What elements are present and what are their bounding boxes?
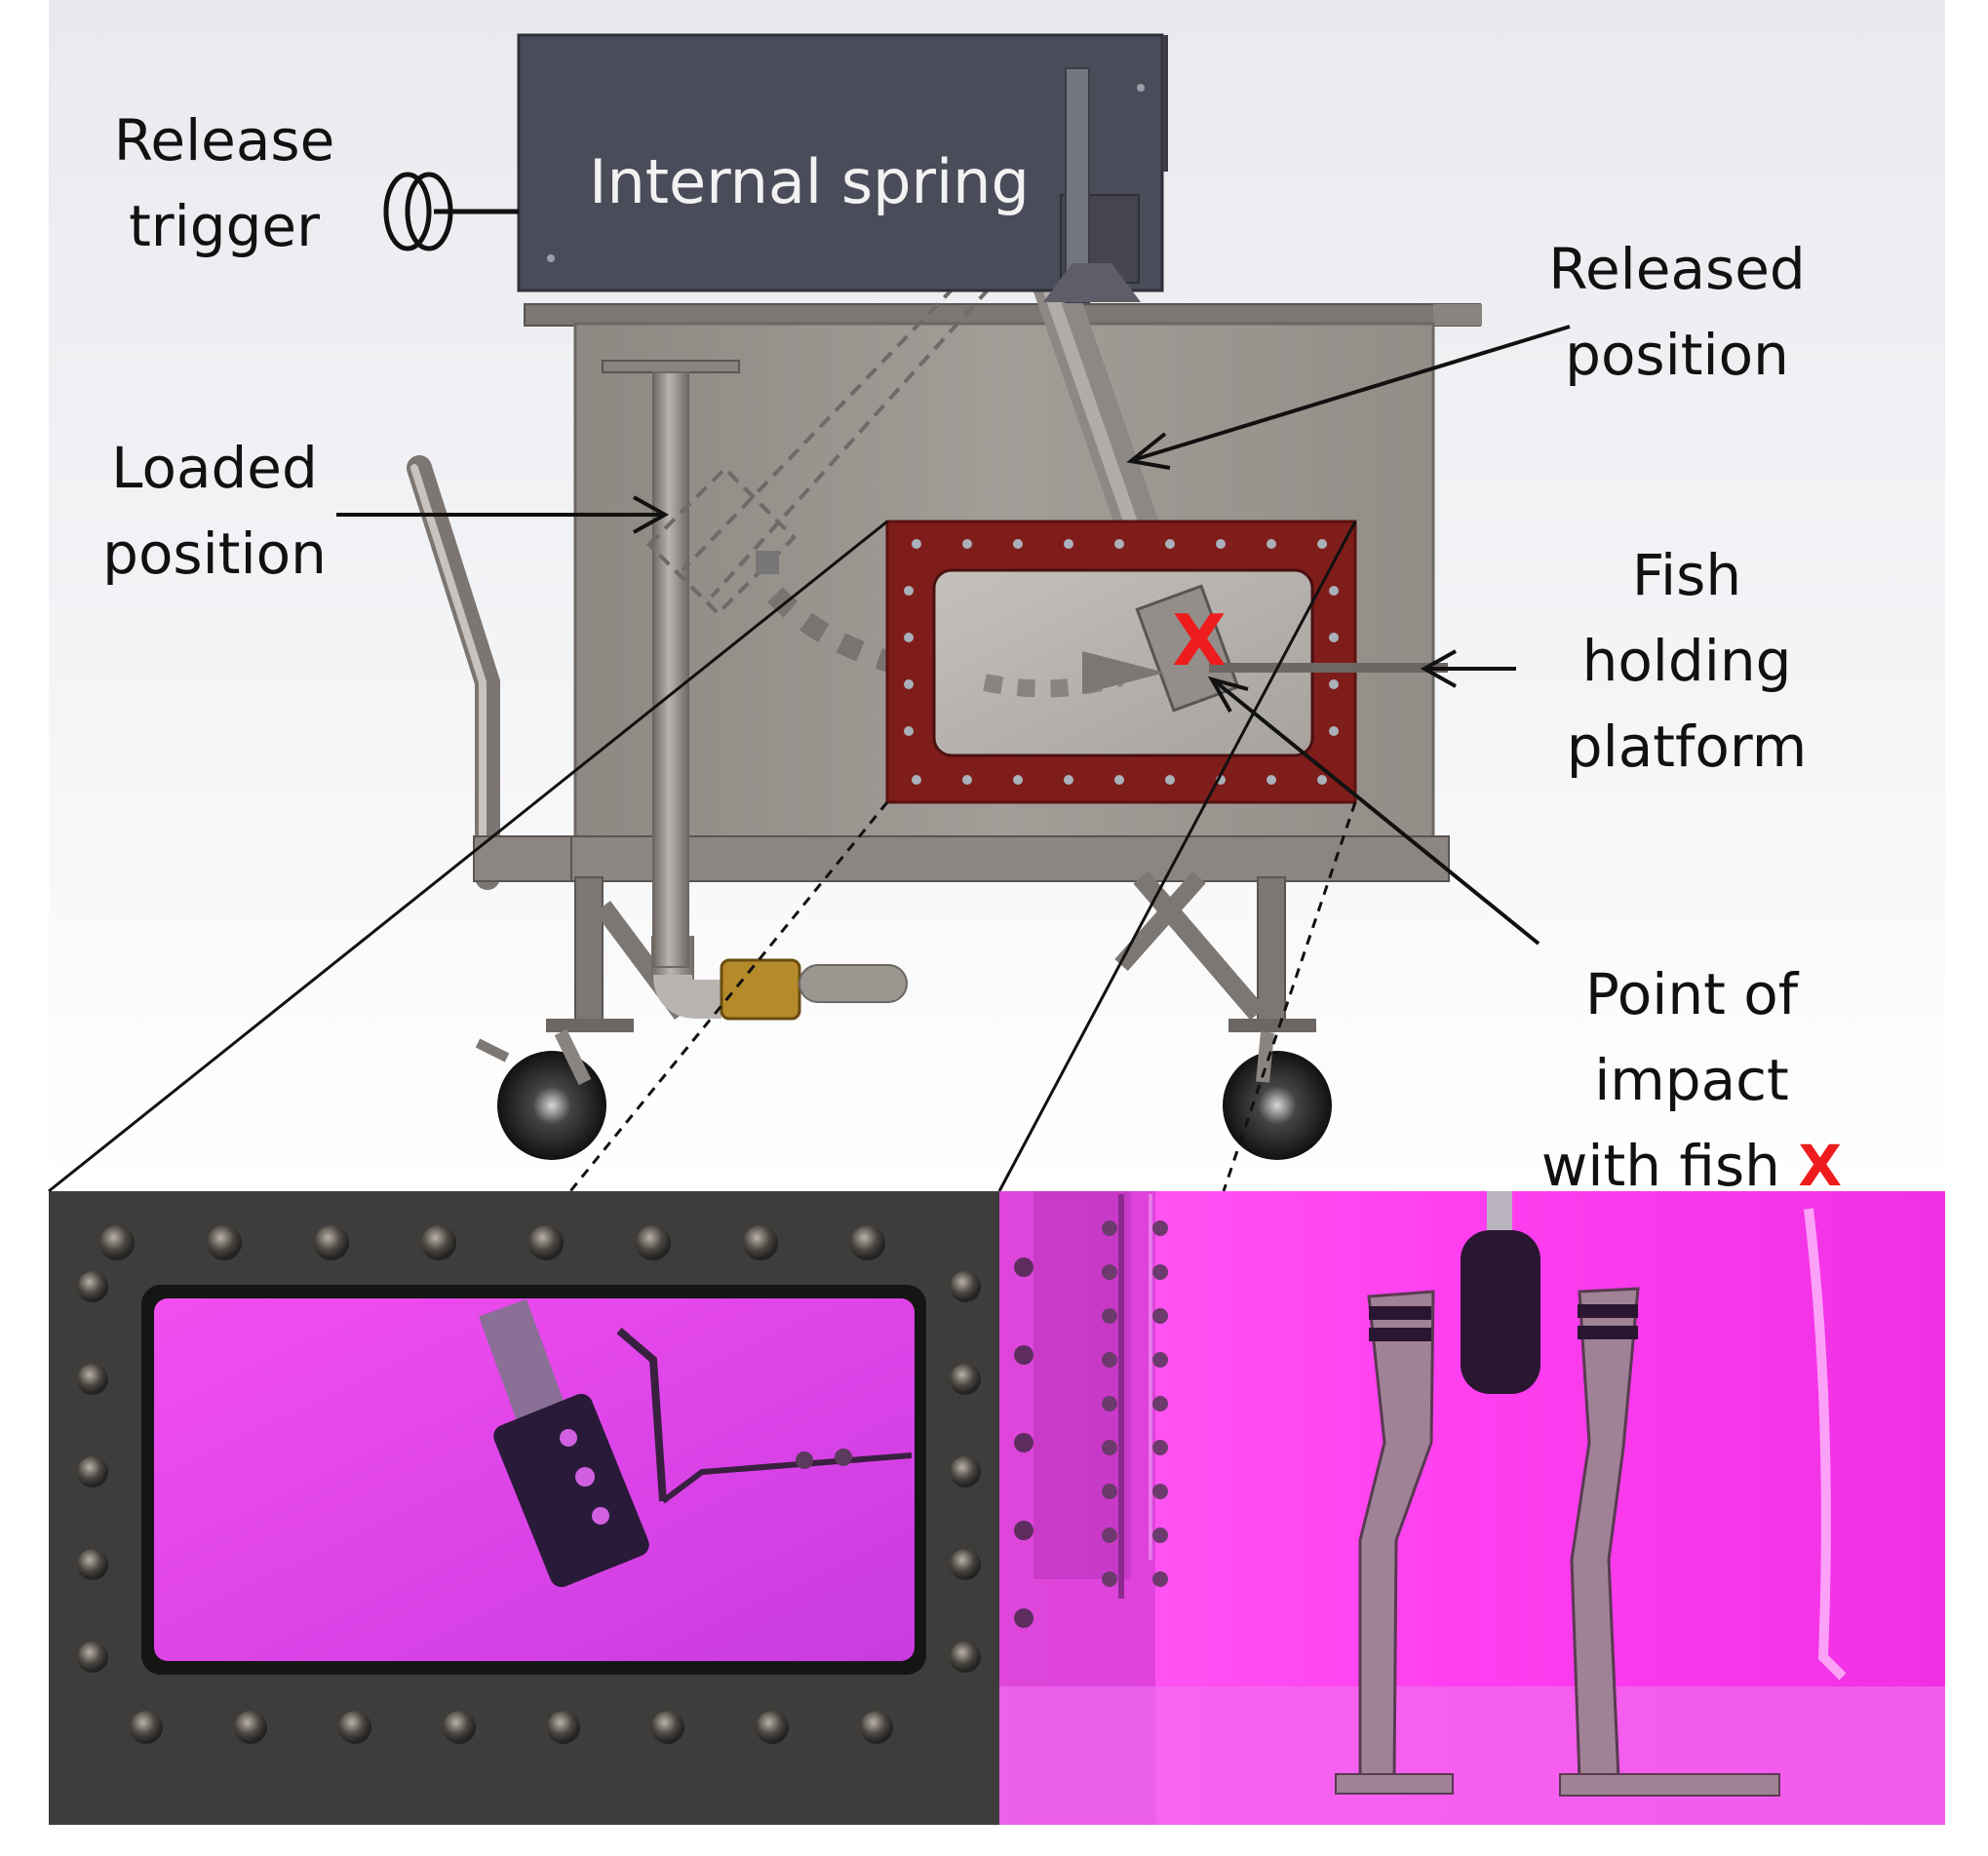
photo-bolt <box>338 1711 371 1744</box>
rail-bolt <box>1014 1521 1033 1540</box>
rail-bolt <box>1014 1345 1033 1365</box>
label-fish-holding-platform: Fish holding platform <box>1566 542 1808 780</box>
frame-bolt <box>1064 775 1073 785</box>
photo-bolt <box>651 1711 684 1744</box>
rail-bolt <box>1152 1396 1168 1411</box>
frame-bolt <box>1165 539 1175 549</box>
photo-window-view <box>49 1191 999 1825</box>
frame-bolt <box>1329 633 1339 642</box>
photo-bolt <box>756 1711 789 1744</box>
rail-bolt <box>1102 1571 1117 1587</box>
loaded-position-piston <box>652 371 689 968</box>
label-loaded-position: Loaded position <box>102 435 327 587</box>
frame-bolt <box>1114 775 1124 785</box>
photo-bolt <box>234 1711 267 1744</box>
release-trigger-icon <box>383 172 432 251</box>
frame-bolt <box>962 775 972 785</box>
rail-bolt <box>1102 1396 1117 1411</box>
photo-bolt <box>207 1225 242 1260</box>
photo-bolt <box>130 1711 163 1744</box>
rail-bolt <box>1102 1352 1117 1368</box>
rail-bolt <box>1102 1264 1117 1280</box>
photo-bolt <box>950 1549 981 1580</box>
impact-marker: X <box>1172 599 1227 681</box>
photo-bolt <box>314 1225 349 1260</box>
photo-bolt <box>547 1711 580 1744</box>
callout-arrows <box>336 325 1571 946</box>
photo-tank-interior <box>999 1191 1945 1825</box>
frame-bolt <box>912 775 921 785</box>
photo-hanging-impactor <box>1461 1230 1540 1394</box>
photo-bolt <box>950 1456 981 1488</box>
rail-bolt <box>1152 1308 1168 1324</box>
frame-bolt <box>904 679 914 689</box>
frame-bolt <box>1317 775 1327 785</box>
photo-bolt <box>77 1549 108 1580</box>
photo-bolt <box>99 1225 135 1260</box>
rail-bolt <box>1152 1352 1168 1368</box>
frame-bolt <box>904 586 914 596</box>
photo-bolt <box>77 1642 108 1673</box>
rail-bolt <box>1014 1608 1033 1628</box>
photo-bolt <box>743 1225 778 1260</box>
frame-bolt <box>962 539 972 549</box>
photo-bolt <box>950 1642 981 1673</box>
label-internal-spring: Internal spring <box>589 146 1030 217</box>
photo-bolt <box>860 1711 893 1744</box>
label-point-of-impact: Point of impact with fish X <box>1506 866 1877 1209</box>
label-point-of-impact-x: X <box>1798 1133 1843 1199</box>
rail-bolt <box>1152 1484 1168 1499</box>
photo-bolt <box>636 1225 671 1260</box>
photo-bolt <box>528 1225 564 1260</box>
photo-bolt <box>950 1364 981 1395</box>
frame-bolt <box>1267 775 1276 785</box>
spring-housing <box>517 33 1164 292</box>
rail-bolt <box>1152 1440 1168 1455</box>
frame-bolt <box>912 539 921 549</box>
rail-bolt <box>1102 1308 1117 1324</box>
caster-wheel-left <box>497 1051 606 1160</box>
rail-bolt <box>1014 1257 1033 1277</box>
photo-bolt <box>850 1225 885 1260</box>
frame-bolt <box>1317 539 1327 549</box>
frame-bolt <box>1013 539 1023 549</box>
label-point-of-impact-text: Point of impact with fish <box>1540 961 1799 1199</box>
frame-bolt <box>1064 539 1073 549</box>
frame-bolt <box>904 726 914 736</box>
drain-valve <box>720 958 801 1021</box>
frame-bolt <box>1267 539 1276 549</box>
photo-bolt <box>950 1271 981 1302</box>
rail-bolt <box>1152 1220 1168 1236</box>
caster-wheel-right <box>1223 1051 1332 1160</box>
photo-bolt <box>77 1271 108 1302</box>
label-released-position: Released position <box>1548 236 1806 388</box>
label-release-trigger: Release trigger <box>113 107 335 259</box>
photo-bolt <box>421 1225 456 1260</box>
rail-bolt <box>1152 1571 1168 1587</box>
rail-bolt <box>1102 1484 1117 1499</box>
frame-bolt <box>1216 539 1226 549</box>
photo-bolt <box>443 1711 476 1744</box>
frame-bolt <box>904 633 914 642</box>
frame-bolt <box>1165 775 1175 785</box>
photo-bolt <box>77 1456 108 1488</box>
frame-bolt <box>1329 726 1339 736</box>
rail-bolt <box>1152 1264 1168 1280</box>
rail-bolt <box>1102 1220 1117 1236</box>
frame-bolt <box>1329 586 1339 596</box>
cad-apparatus <box>383 33 1482 1160</box>
rail-bolt <box>1014 1433 1033 1452</box>
frame-bolt <box>1329 679 1339 689</box>
photo-bolt <box>77 1364 108 1395</box>
frame-bolt <box>1114 539 1124 549</box>
rail-bolt <box>1102 1440 1117 1455</box>
frame-bolt <box>1013 775 1023 785</box>
rail-bolt <box>1152 1527 1168 1543</box>
photo-impactor <box>493 1393 649 1588</box>
rail-bolt <box>1102 1527 1117 1543</box>
zoom-guide-lines <box>48 520 1357 1193</box>
